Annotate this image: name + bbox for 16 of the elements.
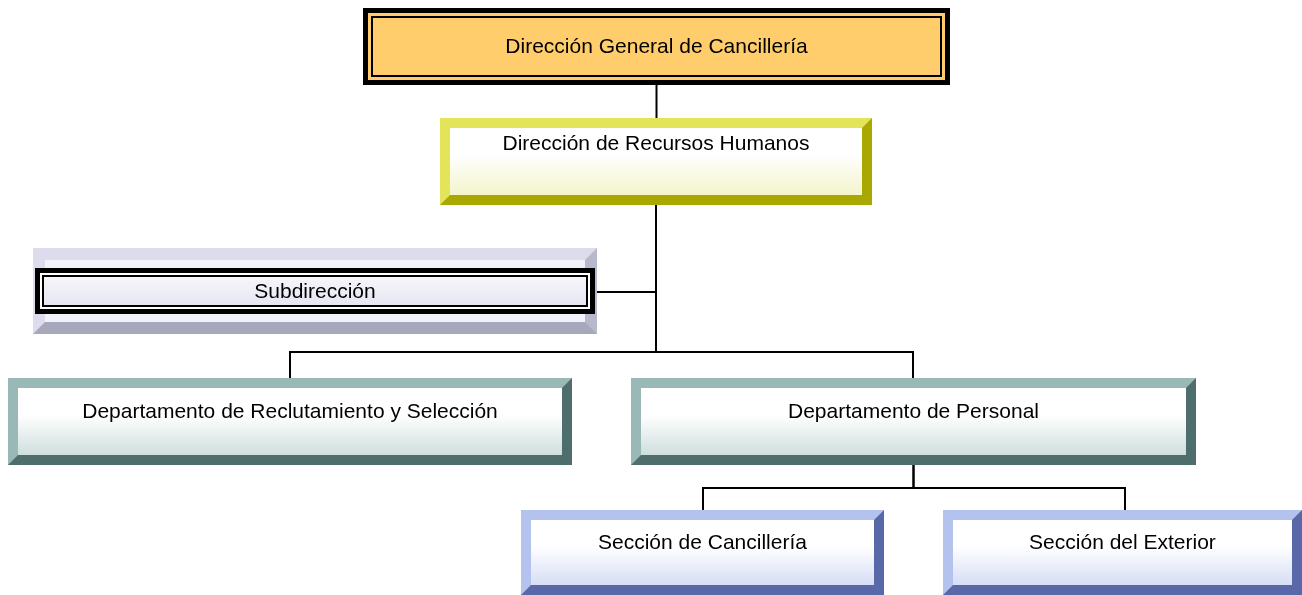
box-label: Subdirección	[254, 278, 376, 304]
box-label: Departamento de Personal	[788, 399, 1039, 424]
box-label: Dirección General de Cancillería	[505, 34, 808, 59]
connector-line	[655, 84, 658, 119]
org-box	[8, 378, 572, 465]
title-box	[363, 8, 950, 85]
org-box	[440, 118, 872, 205]
box-label: Sección del Exterior	[1029, 530, 1216, 555]
org-box	[943, 510, 1302, 595]
box-label: Departamento de Reclutamiento y Selección	[82, 399, 498, 424]
box-label: Sección de Cancillería	[598, 530, 807, 555]
box-label: Dirección de Recursos Humanos	[502, 131, 810, 156]
org-box	[631, 378, 1196, 465]
org-box	[521, 510, 884, 595]
org-box	[33, 248, 597, 334]
connector-line	[912, 464, 1126, 511]
